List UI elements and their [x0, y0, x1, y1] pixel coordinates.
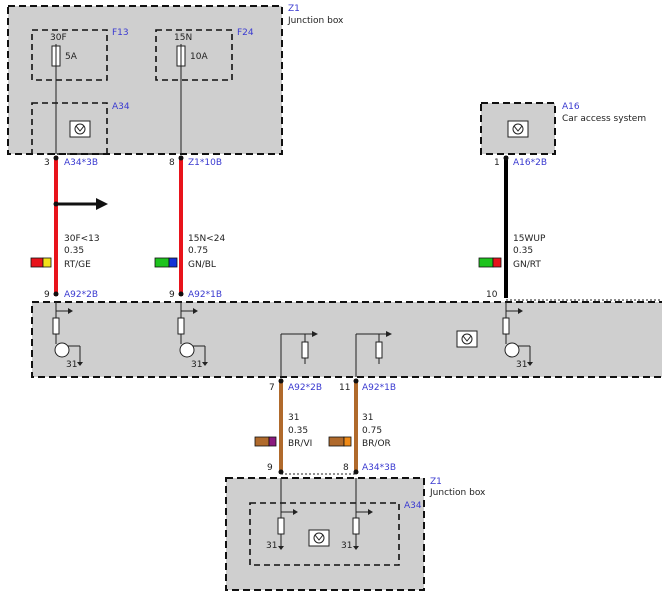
control-module-middle: 31 31 — [31, 301, 662, 378]
ground-label: 31 — [191, 360, 202, 370]
car-access-system: A16 Car access system — [480, 102, 646, 155]
ground-label: 31 — [66, 360, 77, 370]
wire-31-bror-conn-top: A92*1B — [362, 383, 396, 393]
fuse-f13-rating: 5A — [65, 52, 78, 62]
wire-31-bror-signal: 31 — [362, 413, 373, 423]
wire-15wup-color: GN/RT — [513, 260, 541, 270]
wire-31-brvi-signal: 31 — [288, 413, 299, 423]
fuse-f24-rating: 10A — [190, 52, 208, 62]
wire-31-brvi-color: BR/VI — [288, 439, 312, 449]
fuse-f13: F13 30F 5A — [31, 28, 129, 81]
control-unit-icon — [456, 330, 478, 348]
channel-3 — [280, 331, 318, 377]
transistor-icon — [504, 342, 520, 358]
junction-box-top-name: Junction box — [287, 16, 344, 26]
wire-15wup-pin-top: 1 — [494, 158, 500, 168]
wire-15n: 8 Z1*10B 15N<24 0.75 GN/BL 9 A92*1B — [154, 155, 225, 300]
wire-31-brvi-pin-top: 7 — [269, 383, 275, 393]
control-unit-icon — [308, 529, 330, 547]
module-a34-bottom: A34 31 31 — [249, 478, 422, 566]
wire-15n-conn-top: Z1*10B — [188, 158, 222, 168]
wire-31-bror-color: BR/OR — [362, 439, 391, 449]
channel-5: 31 — [502, 302, 533, 370]
junction-box-bottom: Z1 Junction box A34 31 31 — [225, 477, 486, 591]
fuse-f13-id: F13 — [112, 28, 129, 38]
wire-30f: 3 A34*3B 30F<13 0.35 RT/GE 9 A92*2B — [30, 155, 108, 300]
channel-2: 31 — [177, 302, 208, 370]
wire-color-swatch — [254, 436, 270, 447]
ground-label: 31 — [266, 541, 277, 551]
wire-15wup: 1 A16*2B 15WUP 0.35 GN/RT 10 — [478, 155, 662, 301]
wire-color-swatch — [30, 257, 44, 268]
wire-31-bror-conn-bottom: A34*3B — [362, 463, 396, 473]
fuse-f24-terminal: 15N — [174, 33, 192, 43]
transistor-icon — [54, 342, 70, 358]
ground-label: 31 — [516, 360, 527, 370]
wire-15wup-signal: 15WUP — [513, 234, 546, 244]
junction-box-bottom-name: Junction box — [429, 488, 486, 498]
wire-30f-conn-top: A34*3B — [64, 158, 98, 168]
wire-15wup-pin-bottom: 10 — [486, 290, 498, 300]
junction-box-bottom-id: Z1 — [430, 477, 442, 487]
wire-31-bror: 11 A92*1B 31 0.75 BR/OR 8 A34*3B — [328, 378, 396, 475]
fuse-f24: F24 15N 10A — [155, 28, 254, 81]
fuse-f13-terminal: 30F — [50, 33, 67, 43]
wire-31-bror-size: 0.75 — [362, 426, 382, 436]
wire-15n-color: GN/BL — [188, 260, 216, 270]
control-unit-icon — [507, 120, 529, 138]
channel-4 — [355, 331, 392, 377]
fuse-f24-id: F24 — [237, 28, 254, 38]
wire-color-swatch — [154, 257, 170, 268]
wire-30f-color: RT/GE — [64, 260, 91, 270]
wire-15n-pin-bottom: 9 — [169, 290, 175, 300]
branch-arrow-icon — [96, 198, 108, 210]
wire-15n-signal: 15N<24 — [188, 234, 225, 244]
junction-box-top-id: Z1 — [288, 4, 300, 14]
wire-color-swatch — [478, 257, 494, 268]
wire-15n-pin-top: 8 — [169, 158, 175, 168]
wire-15n-size: 0.75 — [188, 246, 208, 256]
module-a34-bottom-id: A34 — [404, 501, 422, 511]
ground-label: 31 — [341, 541, 352, 551]
car-access-system-id: A16 — [562, 102, 580, 112]
car-access-system-name: Car access system — [562, 114, 646, 124]
wire-15wup-size: 0.35 — [513, 246, 533, 256]
wire-31-brvi: 7 A92*2B 31 0.35 BR/VI 9 — [254, 378, 322, 475]
wire-30f-size: 0.35 — [64, 246, 84, 256]
wire-31-brvi-pin-bottom: 9 — [267, 463, 273, 473]
control-unit-icon — [69, 120, 91, 138]
wire-30f-signal: 30F<13 — [64, 234, 100, 244]
wire-31-bror-pin-bottom: 8 — [343, 463, 349, 473]
wire-15n-conn-bottom: A92*1B — [188, 290, 222, 300]
wire-15wup-conn-top: A16*2B — [513, 158, 547, 168]
wire-30f-conn-bottom: A92*2B — [64, 290, 98, 300]
channel-1: 31 — [52, 302, 83, 370]
wire-31-bror-pin-top: 11 — [339, 383, 350, 393]
wire-30f-pin-top: 3 — [44, 158, 50, 168]
module-a34-top: A34 — [31, 102, 130, 155]
module-a34-top-id: A34 — [112, 102, 130, 112]
wire-31-brvi-size: 0.35 — [288, 426, 308, 436]
junction-box-top: Z1 Junction box F13 30F 5A F24 15N 10A A… — [7, 4, 344, 155]
wire-30f-pin-bottom: 9 — [44, 290, 50, 300]
wire-31-brvi-conn-top: A92*2B — [288, 383, 322, 393]
wire-color-swatch — [328, 436, 345, 447]
transistor-icon — [179, 342, 195, 358]
